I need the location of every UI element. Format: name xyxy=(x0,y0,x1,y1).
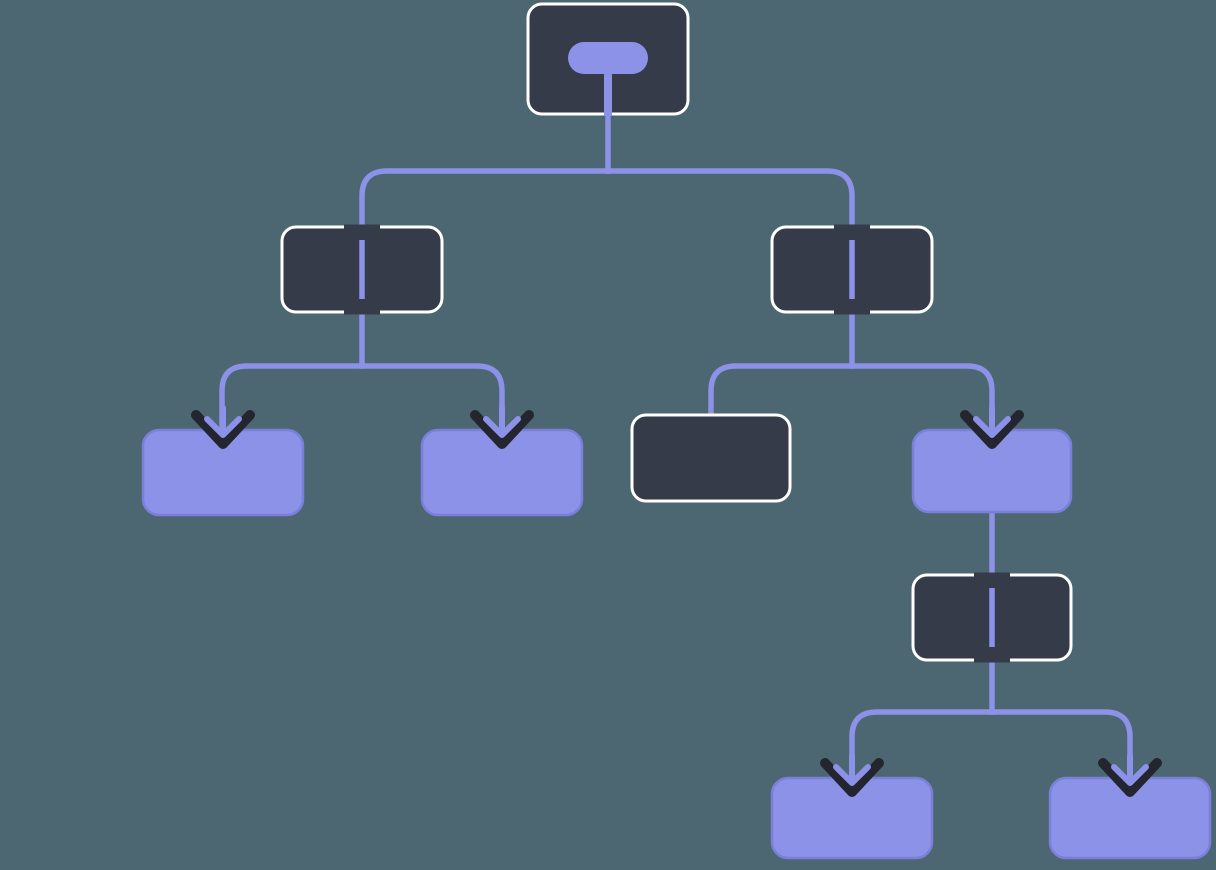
border-notch-top xyxy=(834,224,870,231)
pass-through-line-icon xyxy=(989,588,995,647)
edge-root-to-splitters xyxy=(359,168,855,226)
node-split-right-2[interactable] xyxy=(911,572,1073,663)
border-notch-top xyxy=(974,572,1010,579)
node-box-plain[interactable] xyxy=(630,413,792,503)
border-notch-bottom xyxy=(834,308,870,315)
border-notch-top xyxy=(344,224,380,231)
plain-box[interactable] xyxy=(630,413,792,503)
edge-split-right-to-children xyxy=(708,363,995,433)
arrowheads xyxy=(191,405,1162,797)
node-split-right[interactable] xyxy=(770,224,934,315)
node-split-left[interactable] xyxy=(280,224,444,315)
edge-split-left-to-leaves xyxy=(219,363,505,433)
arrow-down-icon xyxy=(960,405,1024,449)
pass-through-line-icon xyxy=(359,240,365,299)
arrow-down-icon xyxy=(820,753,884,797)
node-root[interactable] xyxy=(526,2,690,116)
arrow-down-icon xyxy=(191,405,255,449)
root-pill-stem-icon xyxy=(604,72,612,116)
border-notch-bottom xyxy=(974,656,1010,663)
border-notch-bottom xyxy=(344,308,380,315)
edges xyxy=(219,114,1133,781)
root-pill-icon xyxy=(568,42,648,74)
edge-splitter2-to-leaves xyxy=(849,709,1133,781)
pass-through-line-icon xyxy=(849,240,855,299)
arrow-down-icon xyxy=(1098,753,1162,797)
arrow-down-icon xyxy=(470,405,534,449)
nodes xyxy=(141,2,1212,860)
